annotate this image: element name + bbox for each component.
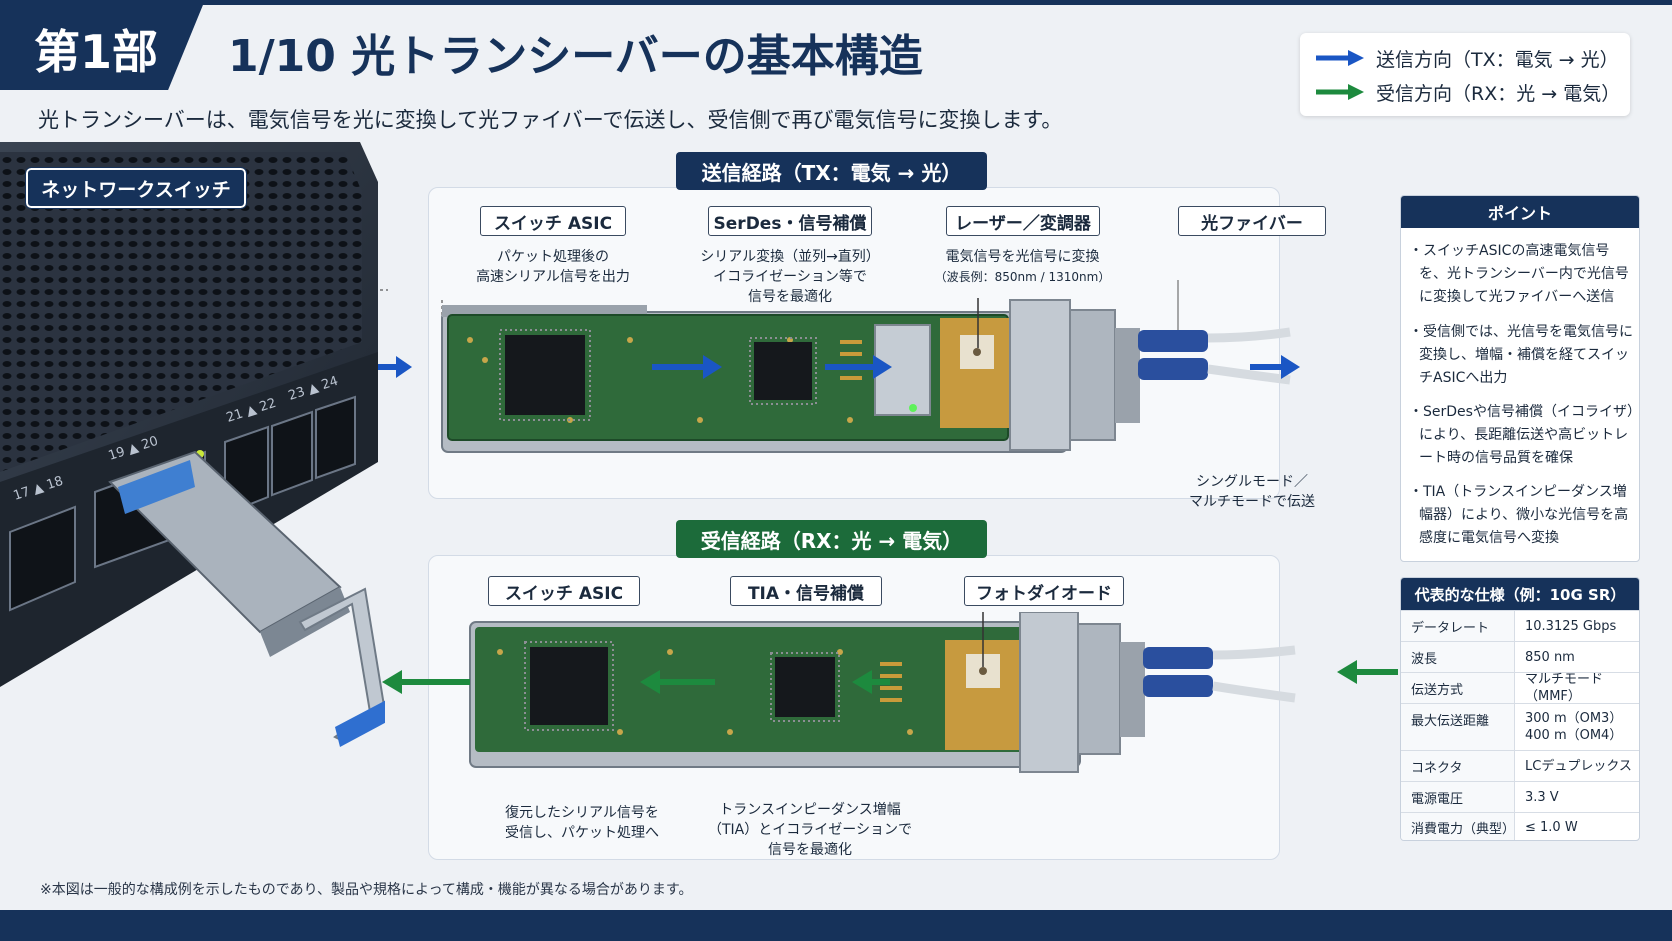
rx-asic-label: スイッチ ASIC [488,576,640,606]
table-row: 伝送方式マルチモード（MMF） [1401,672,1639,704]
legend-tx-label: 送信方向（TX：電気 → 光） [1376,48,1619,71]
rx-tia-label: TIA・信号補償 [730,576,882,606]
legend-rx-label: 受信方向（RX：光 → 電気） [1376,82,1621,105]
tx-fiber-label: 光ファイバー [1178,206,1326,236]
page-subtitle: 光トランシーバーは、電気信号を光に変換して光ファイバーで伝送し、受信側で再び電気… [38,108,1063,132]
tx-header: 送信経路（TX：電気 → 光） [676,152,987,190]
part-label: 第1部 [34,25,159,79]
point-item: ・受信側では、光信号を電気信号に変換し、増幅・補償を経てスイッチASICへ出力 [1409,324,1633,386]
point-item: ・TIA（トランスインピーダンス増幅器）により、微小な光信号を高感度に電気信号へ… [1409,484,1629,546]
green-arrow-icon [1316,84,1364,100]
tx-laser-desc: 電気信号を光信号に変換（波長例：850nm / 1310nm） [934,249,1111,284]
point-item: ・SerDesや信号補償（イコライザ）により、長距離伝送や高ビットレート時の信号… [1409,404,1634,466]
top-bar [0,0,1672,5]
tx-laser-label: レーザー／変調器 [946,206,1100,236]
network-switch-illustration: 17 ▲ 18 19 ▲ 20 21 ▲ 22 23 ▲ 24 [0,142,385,747]
table-row: 消費電力（典型）≤ 1.0 W [1401,812,1639,840]
rx-module-illustration [382,612,1398,773]
fiber-note: シングルモード／マルチモードで伝送 [1189,474,1315,510]
tx-asic-label: スイッチ ASIC [480,206,626,236]
page-title: 1/10 光トランシーバーの基本構造 [228,31,923,82]
point-item: ・スイッチASICの高速電気信号を、光トランシーバー内で光信号に変換して光ファイ… [1409,243,1629,305]
spec-title: 代表的な仕様（例：10G SR） [1401,578,1639,610]
rx-tia-desc: トランスインピーダンス増幅（TIA）とイコライゼーションで信号を最適化 [708,802,912,858]
part-badge: 第1部 [0,0,205,90]
rx-asic-desc: 復元したシリアル信号を受信し、パケット処理へ [505,805,659,841]
rx-header: 受信経路（RX：光 → 電気） [676,520,987,558]
blue-arrow-icon [1316,50,1364,66]
tx-serdes-desc: シリアル変換（並列→直列）イコライゼーション等で信号を最適化 [700,249,880,305]
bottom-bar [0,910,1672,941]
rx-photodiode-label: フォトダイオード [964,576,1124,606]
footnote: ※本図は一般的な構成例を示したものであり、製品や規格によって構成・機能が異なる場… [40,882,693,898]
points-panel: ポイント ・スイッチASICの高速電気信号を、光トランシーバー内で光信号に変換し… [1400,195,1640,562]
direction-legend: 送信方向（TX：電気 → 光） 受信方向（RX：光 → 電気） [1300,33,1630,116]
tx-serdes-label: SerDes・信号補償 [708,206,872,236]
points-title: ポイント [1401,196,1639,228]
tx-asic-desc: パケット処理後の高速シリアル信号を出力 [476,249,630,285]
tx-module-illustration [378,280,1300,453]
legend-rx: 受信方向（RX：光 → 電気） [1314,79,1620,105]
legend-tx: 送信方向（TX：電気 → 光） [1314,45,1619,71]
switch-label: ネットワークスイッチ [25,167,247,209]
